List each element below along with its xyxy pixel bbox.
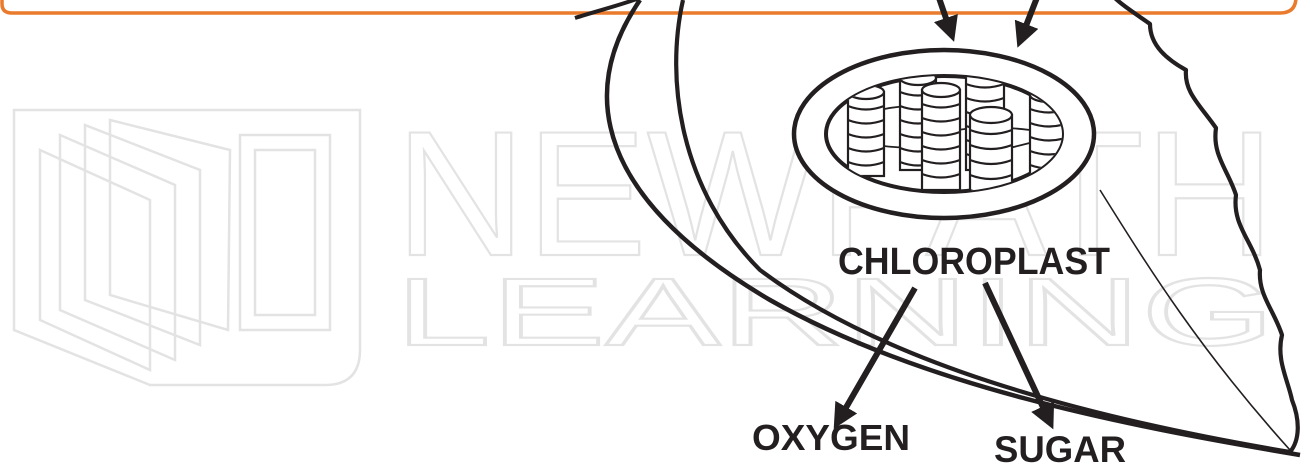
sugar-label: SUGAR <box>994 429 1126 466</box>
header-frame <box>2 0 1296 13</box>
chloroplast <box>794 50 1094 218</box>
oxygen-label: OXYGEN <box>752 417 910 458</box>
granum-stack-1 <box>848 85 884 176</box>
watermark-book-logo <box>14 110 360 385</box>
input-arrow-left <box>938 0 950 30</box>
watermark-line2: LEARNING <box>395 259 1275 366</box>
granum-stack-3 <box>922 83 960 190</box>
input-arrow-right <box>1022 0 1038 36</box>
chloroplast-label: CHLOROPLAST <box>838 241 1110 283</box>
